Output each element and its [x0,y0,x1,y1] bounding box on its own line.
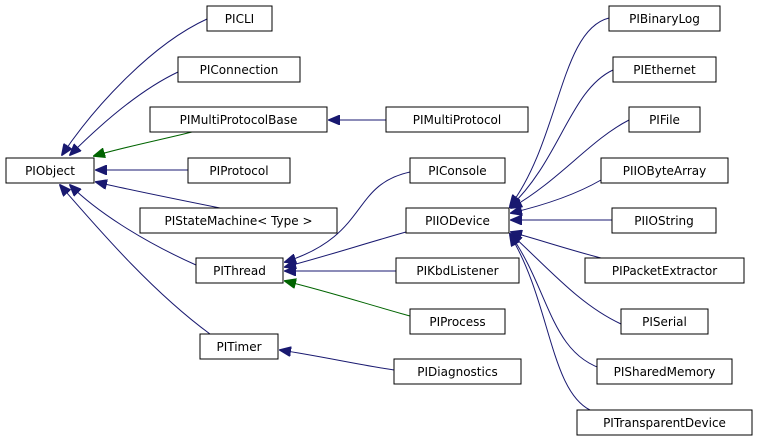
node-piprocess[interactable]: PIProcess [409,308,506,335]
edge-line [70,71,179,155]
node-label: PICLI [225,12,254,26]
node-label: PIThread [213,264,266,278]
edge-pistatemachine-to-piobject [96,182,221,209]
node-label: PIIODevice [425,214,490,228]
edge-line [511,232,602,259]
node-label: PIEthernet [633,63,696,77]
node-label: PISharedMemory [614,365,716,379]
node-piiobytearray[interactable]: PIIOByteArray [600,157,729,184]
edge-pipacketextractor-to-piiodevice [511,232,602,259]
edge-piprocess-to-pithread [285,281,411,317]
edge-line [285,281,411,317]
node-label: PIConnection [200,63,279,77]
node-pitransparentdevice[interactable]: PITransparentDevice [576,409,753,436]
edge-pimultiprotocolbase-to-piobject [94,131,193,156]
edge-piserial-to-piiodevice [511,234,622,325]
edge-line [510,69,614,207]
edge-pidiagnostics-to-pitimer [280,350,395,371]
node-piconsole[interactable]: PIConsole [409,157,506,184]
node-pisharedmemory[interactable]: PISharedMemory [596,358,733,385]
node-label: PIProcess [429,315,485,329]
node-pipacketextractor[interactable]: PIPacketExtractor [584,257,745,284]
edge-line [510,235,591,411]
node-piiodevice[interactable]: PIIODevice [405,207,510,234]
node-pithread[interactable]: PIThread [195,257,284,284]
edge-pibinarylog-to-piiodevice [510,17,610,206]
edge-line [511,234,622,325]
edge-line [94,131,193,156]
edge-line [285,171,411,262]
edge-pifile-to-piiodevice [511,119,630,208]
node-label: PIBinaryLog [629,12,700,26]
edge-line [70,185,197,266]
node-piobject[interactable]: PIObject [5,157,95,184]
node-pikbdlistener[interactable]: PIKbdListener [395,257,520,284]
edge-pitimer-to-piobject [60,185,211,335]
edge-line [510,234,607,371]
node-label: PIProtocol [209,164,268,178]
edge-pisharedmemory-to-piiodevice [510,234,607,371]
node-pistatemachine[interactable]: PIStateMachine< Type > [139,207,338,234]
node-label: PIStateMachine< Type > [164,214,312,228]
node-pimultiprotocol[interactable]: PIMultiProtocol [385,106,529,133]
node-label: PIConsole [428,164,486,178]
node-pibinarylog[interactable]: PIBinaryLog [608,5,721,32]
edge-line [96,182,221,209]
edge-pitransparentdevice-to-piiodevice [510,235,591,411]
node-piconnection[interactable]: PIConnection [177,56,301,83]
node-label: PITransparentDevice [603,416,726,430]
edge-piconnection-to-piobject [70,71,179,155]
edge-line [285,231,407,267]
edge-line [60,185,211,335]
node-label: PIKbdListener [416,264,498,278]
node-piethernet[interactable]: PIEthernet [612,56,717,83]
node-piserial[interactable]: PISerial [620,308,709,335]
node-label: PITimer [216,340,261,354]
edge-pithread-to-piobject [70,185,197,266]
node-label: PIMultiProtocol [413,113,501,127]
edge-piiodevice-to-pithread [285,231,407,267]
edge-line [62,18,208,155]
edge-line [511,179,602,213]
node-piprotocol[interactable]: PIProtocol [187,157,291,184]
node-label: PIFile [649,113,680,127]
node-label: PIDiagnostics [417,365,497,379]
node-pidiagnostics[interactable]: PIDiagnostics [393,358,522,385]
edge-piethernet-to-piiodevice [510,69,614,207]
node-label: PIIOByteArray [623,164,707,178]
node-pimultiprotocolbase[interactable]: PIMultiProtocolBase [149,106,328,133]
edge-piiobytearray-to-piiodevice [511,179,602,213]
edge-line [280,350,395,371]
node-label: PIIOString [634,214,694,228]
inheritance-edges [60,17,630,411]
node-picli[interactable]: PICLI [206,5,273,32]
node-label: PIPacketExtractor [612,264,717,278]
node-label: PIObject [25,164,75,178]
node-label: PIMultiProtocolBase [180,113,298,127]
edge-picli-to-piobject [62,18,208,155]
edge-piconsole-to-pithread [285,171,411,262]
node-piiostring[interactable]: PIIOString [611,207,717,234]
node-pifile[interactable]: PIFile [628,106,701,133]
edge-line [511,119,630,208]
node-label: PISerial [642,315,687,329]
node-pitimer[interactable]: PITimer [199,333,279,360]
edge-line [510,17,610,206]
